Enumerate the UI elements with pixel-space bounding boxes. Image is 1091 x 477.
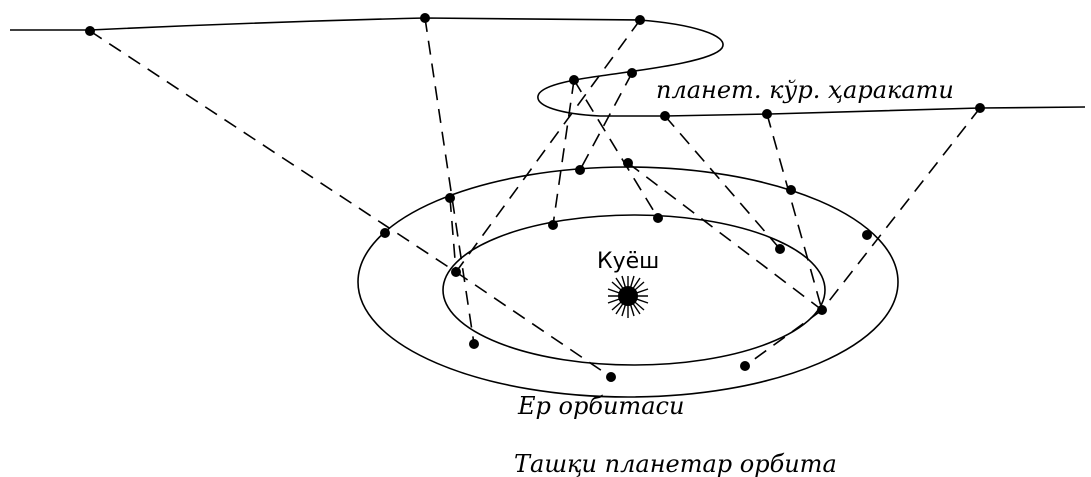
path-point (975, 103, 985, 113)
sight-line (573, 79, 659, 219)
earth-orbit-point (817, 305, 827, 315)
earth-orbit-point (451, 267, 461, 277)
path-point (635, 15, 645, 25)
outer-orbit-point (445, 193, 455, 203)
apparent-planet-path (10, 17, 1086, 117)
sight-line (766, 113, 823, 311)
sight-line (552, 79, 575, 226)
outer-orbit-points (380, 158, 872, 382)
sight-line (627, 162, 823, 311)
earth-orbit-point (740, 361, 750, 371)
sight-line (664, 115, 781, 250)
earth-orbit-points (451, 213, 827, 371)
earth-orbit-point (653, 213, 663, 223)
path-point (627, 68, 637, 78)
sight-line (821, 107, 981, 311)
outer-orbit-point (575, 165, 585, 175)
sun-label: Куёш (597, 249, 659, 274)
path-point (85, 26, 95, 36)
outer-orbit-point (786, 185, 796, 195)
sight-line (89, 30, 457, 273)
outer-planet-orbit-label: Ташқи планетар орбита (514, 450, 837, 477)
lines-of-sight (89, 17, 981, 378)
earth-orbit-point (548, 220, 558, 230)
sight-line (455, 271, 612, 378)
sight-line (455, 19, 641, 273)
sun-icon (607, 275, 649, 318)
earth-orbit (442, 214, 826, 366)
path-point (569, 75, 579, 85)
path-point (660, 111, 670, 121)
sight-line (424, 17, 475, 345)
planet-motion-label: планет. кўр. ҳаракати (656, 76, 954, 104)
earth-orbit-point (775, 244, 785, 254)
path-point (762, 109, 772, 119)
sight-line (449, 197, 457, 273)
path-point (420, 13, 430, 23)
sight-line (744, 309, 823, 367)
path-points (85, 13, 985, 121)
outer-orbit-point (606, 372, 616, 382)
sight-line (579, 72, 633, 171)
earth-orbit-label: Ер орбитаси (517, 392, 684, 420)
outer-orbit-point (380, 228, 390, 238)
outer-orbit-point (623, 158, 633, 168)
outer-orbit-point (862, 230, 872, 240)
earth-orbit-point (469, 339, 479, 349)
